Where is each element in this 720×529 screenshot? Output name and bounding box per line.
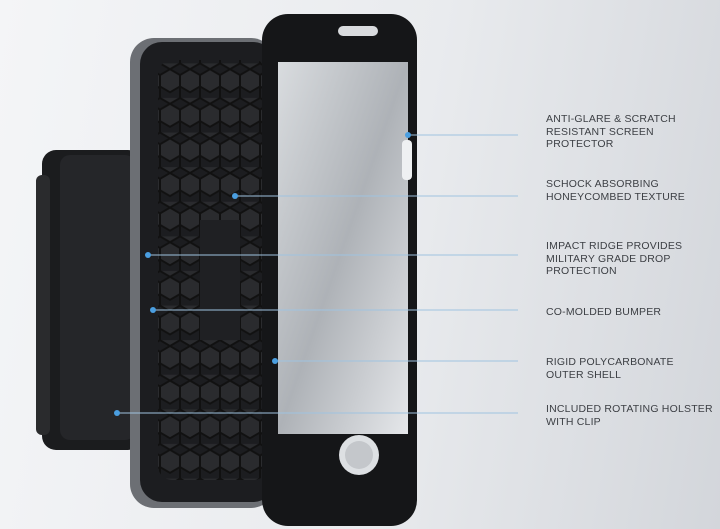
front-frame — [262, 14, 417, 526]
callout-screen-protector: ANTI-GLARE & SCRATCH RESISTANT SCREEN PR… — [546, 113, 676, 150]
callout-leaders — [117, 134, 518, 414]
callout-dot — [114, 410, 120, 416]
callout-honeycomb-texture: SCHOCK ABSORBING HONEYCOMBED TEXTURE — [546, 178, 685, 203]
callout-dot — [145, 252, 151, 258]
callout-dot — [232, 193, 238, 199]
callout-dots — [114, 132, 411, 416]
holster — [36, 150, 142, 450]
callout-outer-shell: RIGID POLYCARBONATE OUTER SHELL — [546, 356, 674, 381]
callout-impact-ridge: IMPACT RIDGE PROVIDES MILITARY GRADE DRO… — [546, 240, 683, 277]
callout-dot — [272, 358, 278, 364]
callout-dot — [405, 132, 411, 138]
back-shell — [130, 38, 275, 508]
callout-holster: INCLUDED ROTATING HOLSTER WITH CLIP — [546, 403, 713, 428]
callout-dot — [150, 307, 156, 313]
callout-bumper: CO-MOLDED BUMPER — [546, 306, 662, 318]
